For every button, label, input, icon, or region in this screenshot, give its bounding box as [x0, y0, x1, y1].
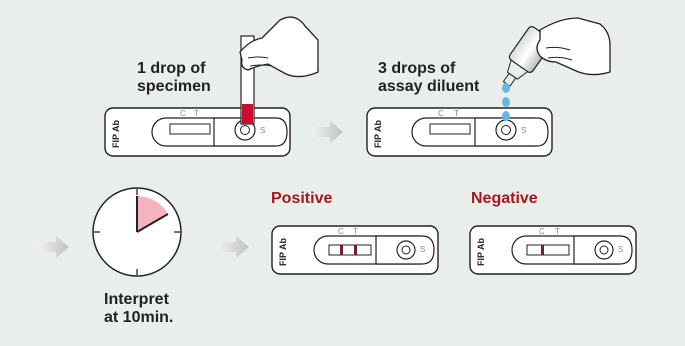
step2-label: 3 drops of assay diluent [378, 60, 479, 96]
step1-line1: 1 drop of [137, 60, 211, 78]
step1-label: 1 drop of specimen [137, 60, 211, 96]
test-line [354, 245, 357, 255]
control-mark: C [180, 109, 186, 118]
negative-heading: Negative [471, 190, 538, 208]
step3-label: Interpret at 10min. [104, 291, 173, 327]
step1-line2: specimen [137, 78, 211, 96]
cassette-name: FIP Ab [476, 238, 486, 266]
test-mark: T [353, 227, 358, 236]
cassette-negative [470, 226, 636, 274]
diluent-drop [502, 97, 510, 107]
timer-clock [93, 188, 181, 276]
sample-mark: S [260, 126, 265, 135]
sample-mark: S [521, 126, 526, 135]
cassette-name: FIP Ab [373, 120, 383, 148]
control-mark: C [539, 227, 545, 236]
cassette-name: FIP Ab [278, 238, 288, 266]
sample-mark: S [420, 245, 425, 254]
step3-line1: Interpret [104, 291, 173, 309]
step2-line1: 3 drops of [378, 60, 479, 78]
control-mark: C [338, 227, 344, 236]
step3-line2: at 10min. [104, 309, 173, 327]
diluent-drop [502, 83, 510, 93]
arrow-3 [218, 236, 249, 258]
sample-mark: S [618, 245, 623, 254]
positive-heading: Positive [271, 190, 332, 208]
step2-line2: assay diluent [378, 78, 479, 96]
cassette-name: FIP Ab [111, 120, 121, 148]
diluent-drop [502, 111, 510, 121]
control-line [541, 245, 544, 255]
control-line [340, 245, 343, 255]
test-mark: T [555, 227, 560, 236]
test-mark: T [454, 109, 459, 118]
diluent-bottle-hand [495, 18, 610, 121]
control-mark: C [438, 109, 444, 118]
arrow-1 [312, 121, 343, 143]
arrow-2 [38, 236, 69, 258]
test-mark: T [194, 109, 199, 118]
